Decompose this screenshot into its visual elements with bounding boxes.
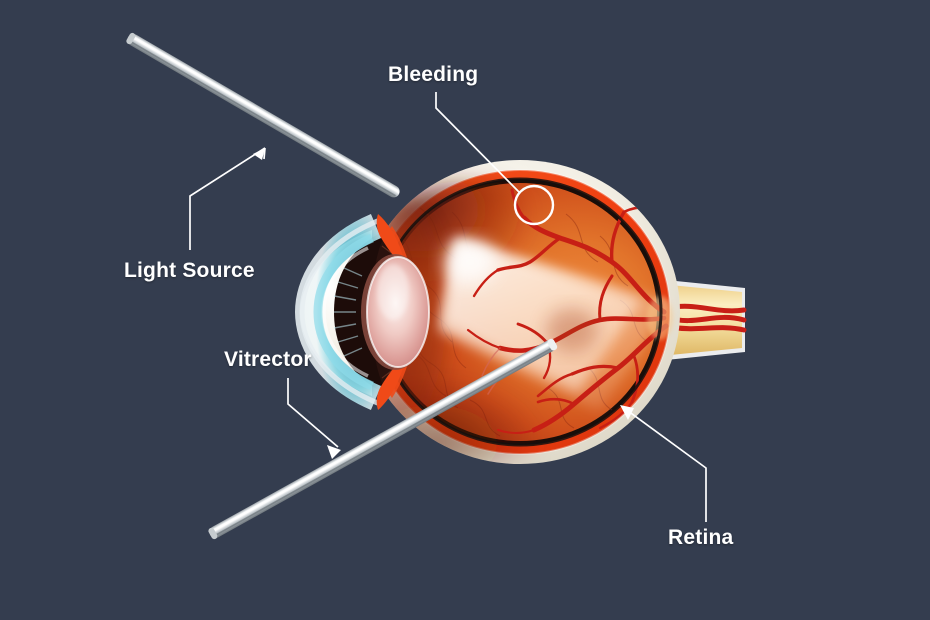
leader-light-source	[189, 147, 266, 250]
label-bleeding: Bleeding	[388, 63, 479, 86]
macula	[546, 308, 598, 352]
bleeding-marker-circle[interactable]	[513, 184, 555, 226]
leader-bleeding	[435, 92, 520, 193]
vitrector-instrument[interactable]	[207, 338, 558, 541]
light-source-instrument[interactable]	[125, 32, 402, 200]
label-vitrector: Vitrector	[224, 348, 312, 371]
lens	[361, 254, 430, 370]
arrowhead-vitrector	[327, 445, 341, 459]
leader-vitrector	[287, 378, 339, 448]
label-retina: Retina	[668, 526, 734, 549]
leader-lines	[189, 92, 707, 522]
anterior-segment	[294, 214, 430, 410]
cornea	[294, 214, 382, 410]
label-light-source: Light Source	[124, 259, 255, 282]
arrowhead-retina	[620, 405, 634, 420]
leader-retina	[623, 407, 707, 522]
